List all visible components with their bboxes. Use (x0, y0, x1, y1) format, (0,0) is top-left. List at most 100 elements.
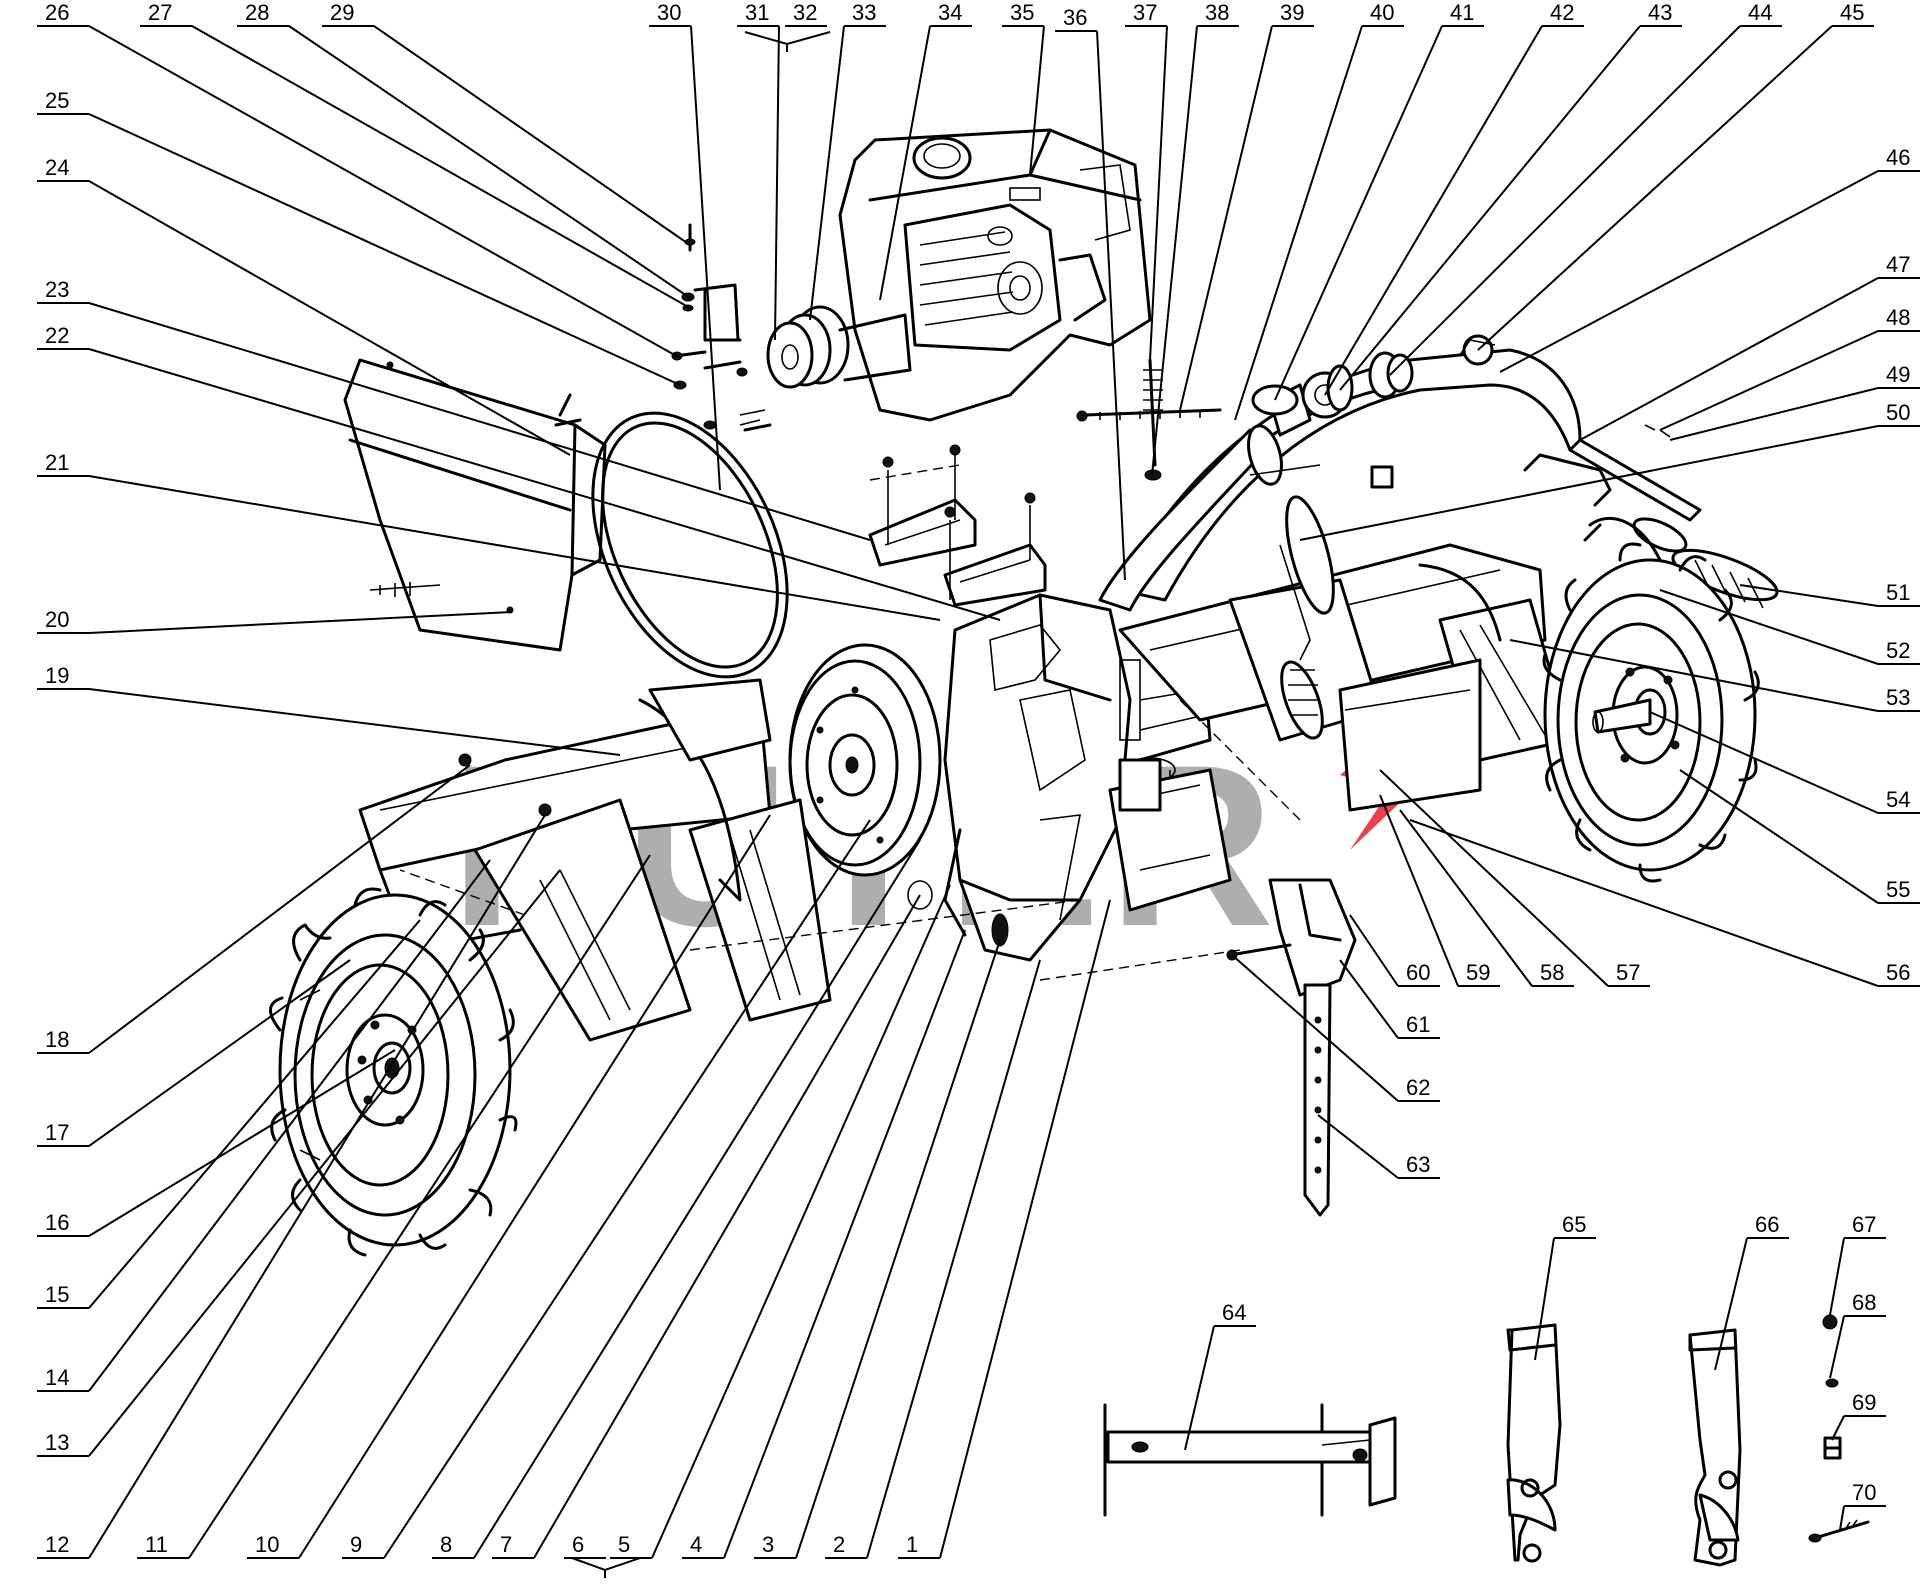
tine-blade-right-part (1688, 1328, 1742, 1567)
callout-28: 28 (237, 0, 691, 299)
right-wheel (1542, 542, 1760, 883)
callout-number: 42 (1550, 0, 1574, 25)
callout-29: 29 (322, 0, 691, 246)
callout-36: 36 (1055, 5, 1126, 581)
callout-number: 2 (833, 1532, 845, 1557)
callout-number: 62 (1406, 1075, 1430, 1100)
callout-leader-line (1379, 794, 1459, 987)
callout-number: 32 (793, 0, 817, 25)
callout-37: 37 (1125, 0, 1168, 361)
callout-leader-line (939, 899, 1111, 1559)
callout-number: 48 (1886, 305, 1910, 330)
callout-leader-line (1499, 170, 1879, 373)
callout-number: 27 (148, 0, 172, 25)
callout-33: 33 (809, 0, 886, 321)
callout-56: 56 (1409, 819, 1920, 987)
callout-leader-line (473, 839, 921, 1559)
callout-number: 59 (1466, 960, 1490, 985)
callout-leader-line (88, 814, 546, 1559)
callout-leader-line (88, 859, 491, 1392)
callout-leader-line (1379, 769, 1609, 987)
callout-number: 16 (45, 1210, 69, 1235)
callout-18: 18 (37, 764, 471, 1054)
callout-leader-line (533, 894, 921, 1559)
callout-leader-line (1714, 1237, 1748, 1371)
callout-labels: 1234567891011121314151617181920212223242… (37, 0, 1920, 1578)
callout-leader-line (383, 819, 871, 1559)
callout-64: 64 (1184, 1300, 1256, 1451)
callout-number: 54 (1886, 787, 1910, 812)
callout-leader-line (191, 25, 691, 309)
callout-57: 57 (1379, 769, 1650, 987)
callout-number: 4 (690, 1532, 702, 1557)
left-tine-shield (358, 678, 832, 1042)
callout-number: 63 (1406, 1152, 1430, 1177)
callout-leader-line (1831, 1415, 1845, 1441)
callout-23: 23 (37, 277, 871, 541)
upper-fasteners (671, 223, 772, 432)
callout-leader-line (1679, 769, 1879, 904)
callout-leader-line (1149, 25, 1168, 361)
callout-31: 31 (737, 0, 780, 341)
callout-number: 51 (1886, 580, 1910, 605)
callout-number: 22 (45, 323, 69, 348)
callout-leader-line (1349, 914, 1399, 987)
callout-34: 34 (879, 0, 972, 301)
callout-number: 64 (1222, 1300, 1246, 1325)
driven-pulley (788, 643, 942, 877)
callout-54: 54 (1649, 711, 1920, 814)
callout-number: 65 (1562, 1212, 1586, 1237)
callout-2: 2 (825, 959, 1041, 1559)
callout-number: 45 (1840, 0, 1864, 25)
callout-leader-line (88, 475, 941, 621)
callout-27: 27 (140, 0, 691, 309)
callout-number: 34 (938, 0, 962, 25)
callout-48: 48 (1659, 305, 1920, 431)
callout-number: 26 (45, 0, 69, 25)
handlebar-assembly (1076, 334, 1779, 740)
callout-number: 39 (1280, 0, 1304, 25)
callout-number: 66 (1755, 1212, 1779, 1237)
callout-leader-line (88, 688, 621, 756)
callout-11: 11 (137, 854, 651, 1559)
callout-number: 49 (1886, 362, 1910, 387)
callout-10: 10 (247, 814, 771, 1559)
callout-60: 60 (1349, 914, 1440, 987)
callout-leader-line (690, 25, 721, 491)
callout-number: 37 (1133, 0, 1157, 25)
callout-46: 46 (1499, 145, 1920, 373)
callout-leader-line (1534, 1237, 1555, 1361)
callout-70: 70 (1839, 1480, 1886, 1531)
callout-55: 55 (1679, 769, 1920, 904)
callout-30: 30 (649, 0, 721, 491)
callout-number: 52 (1886, 638, 1910, 663)
callout-leader-line (1659, 589, 1879, 665)
callout-number: 40 (1370, 0, 1394, 25)
callout-number: 11 (145, 1532, 168, 1557)
callout-leader-line (1234, 25, 1363, 421)
callout-40: 40 (1234, 0, 1404, 421)
callout-16: 16 (37, 1049, 396, 1237)
callout-50: 50 (1299, 400, 1920, 541)
callout-number: 70 (1852, 1480, 1876, 1505)
callout-leader-line (774, 25, 780, 341)
callout-number: 57 (1616, 960, 1640, 985)
callout-number: 15 (45, 1282, 69, 1307)
callout-leader-line (88, 959, 351, 1147)
callout-leader-line (1829, 1315, 1845, 1379)
callout-number: 47 (1886, 252, 1910, 277)
callout-number: 8 (440, 1532, 452, 1557)
callout-leader-line (1231, 954, 1399, 1102)
callout-26: 26 (37, 0, 681, 359)
callout-1: 1 (898, 899, 1111, 1559)
callout-leader-line (298, 814, 771, 1559)
callout-leader-line (1029, 25, 1045, 176)
callout-number: 58 (1540, 960, 1564, 985)
callout-leader-line (1179, 25, 1273, 411)
callout-leader-line (1339, 25, 1641, 391)
callout-49: 49 (1669, 362, 1920, 441)
callout-leader-line (795, 939, 1001, 1559)
callout-leader-line (88, 180, 571, 456)
callout-58: 58 (1399, 809, 1574, 987)
callout-43: 43 (1339, 0, 1682, 391)
